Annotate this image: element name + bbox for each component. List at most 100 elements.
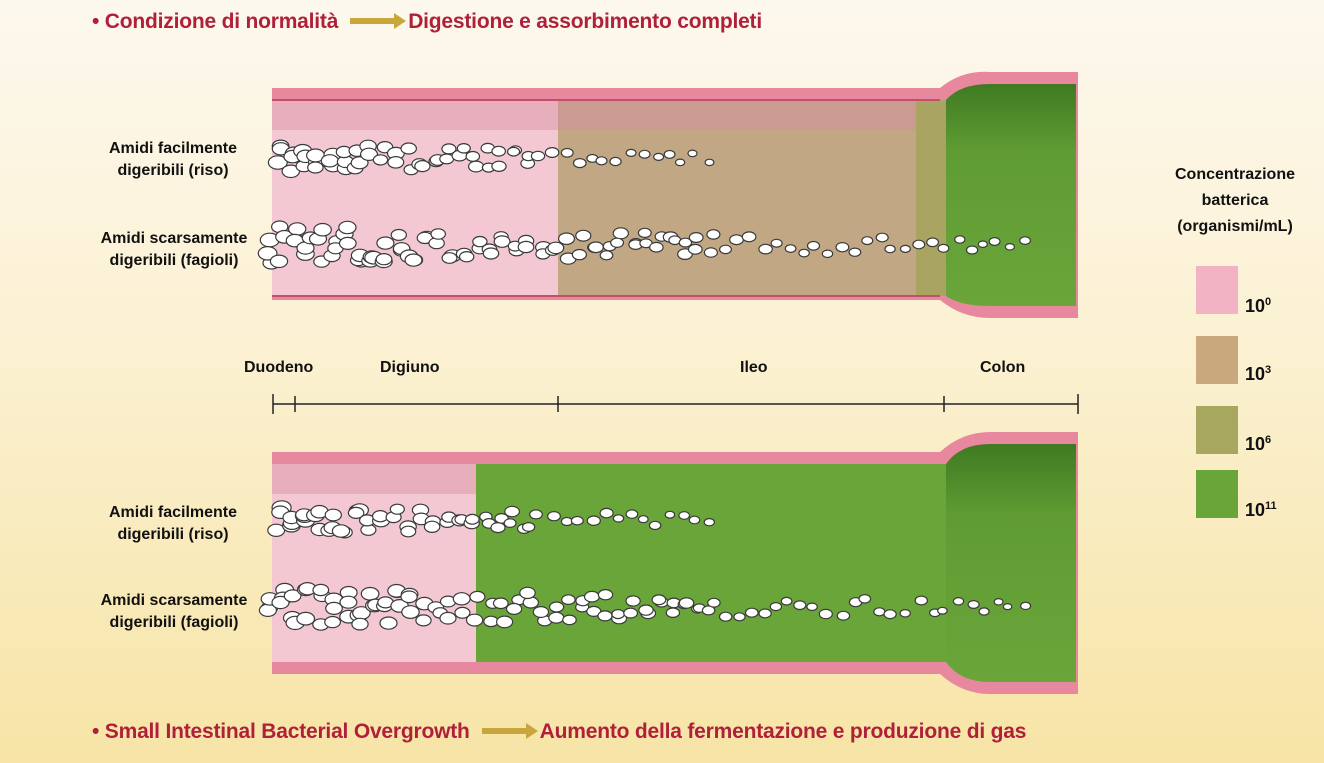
starch-granule [391,230,406,241]
starch-granule [794,601,806,610]
starch-granule [549,612,564,623]
starch-granule [467,614,483,626]
starch-granule [340,237,357,249]
starch-granule [771,239,782,247]
starch-granule [808,242,820,251]
starch-granule [600,251,613,260]
starch-granule [746,608,759,617]
starch-granule [1020,237,1031,245]
starch-granule [373,155,387,165]
starch-granule [289,223,306,235]
region-ileo-distal [916,100,946,296]
starch-granule [654,153,664,160]
sibo-intestine-tube [259,432,1078,694]
starch-granule [613,228,628,239]
starch-granule [994,599,1003,605]
starch-granule [884,610,896,619]
starch-granule [376,254,392,265]
starch-granule [734,613,745,621]
starch-granule [442,253,457,264]
normal-intestine-tube [258,72,1078,318]
starch-granule [679,512,690,520]
starch-granule [901,245,911,252]
mucosa-band [272,100,916,130]
starch-granule [466,152,479,162]
starch-granule [469,161,484,172]
starch-granule [666,608,679,617]
starch-granule [600,508,613,517]
starch-granule [676,159,685,166]
starch-granule [313,584,329,595]
starch-granule [626,596,640,606]
starch-granule [927,238,939,247]
starch-granule [720,612,732,621]
starch-granule [431,229,445,239]
starch-granule [967,246,978,254]
starch-granule [807,603,817,610]
starch-granule [596,157,607,165]
starch-granule [639,516,649,523]
starch-granule [545,148,558,158]
starch-granule [837,611,849,620]
starch-granule [571,517,583,525]
starch-granule [563,615,576,625]
starch-granule [401,526,416,537]
starch-granule [822,250,832,257]
starch-granule [440,612,456,624]
starch-granule [321,155,338,167]
starch-granule [638,228,651,237]
starch-granule [401,143,416,154]
starch-granule [530,510,543,519]
starch-granule [785,245,796,253]
starch-granule [415,161,430,172]
starch-granule [518,241,534,252]
starch-granule [339,221,356,233]
starch-granule [548,242,564,253]
starch-granule [494,236,510,247]
starch-granule [424,521,439,532]
starch-granule [380,617,397,629]
starch-granule [689,516,699,524]
starch-granule [611,238,624,247]
starch-granule [665,511,674,518]
starch-granule [388,157,404,168]
starch-granule [533,607,548,618]
starch-granule [390,504,404,514]
starch-granule [361,588,379,601]
starch-granule [297,612,315,625]
starch-granule [550,602,564,612]
starch-granule [859,595,871,603]
starch-granule [561,149,573,158]
starch-granule [759,609,771,618]
starch-granule [799,249,809,257]
starch-granule [401,591,417,603]
starch-granule [900,610,910,617]
starch-granule [574,159,587,168]
mucosa-band [272,464,476,494]
starch-granule [504,519,516,528]
starch-granule [589,242,604,253]
region-colon [946,444,1076,682]
starch-granule [742,232,756,242]
region-overgrowth [476,464,946,662]
starch-granule [457,144,470,153]
starch-granule [612,610,624,619]
starch-granule [639,605,653,615]
starch-granule [913,240,925,249]
starch-granule [453,593,470,605]
starch-granule [494,598,509,609]
starch-granule [938,244,949,252]
starch-granule [497,616,513,628]
starch-granule [770,603,781,611]
starch-granule [705,159,714,165]
starch-granule [639,150,650,158]
starch-granule [689,233,703,243]
starch-granule [585,591,600,602]
starch-granule [492,161,506,171]
starch-granule [707,230,720,239]
starch-granule [523,523,535,532]
starch-granule [506,604,521,615]
starch-granule [730,235,744,245]
starch-granule [688,150,697,157]
